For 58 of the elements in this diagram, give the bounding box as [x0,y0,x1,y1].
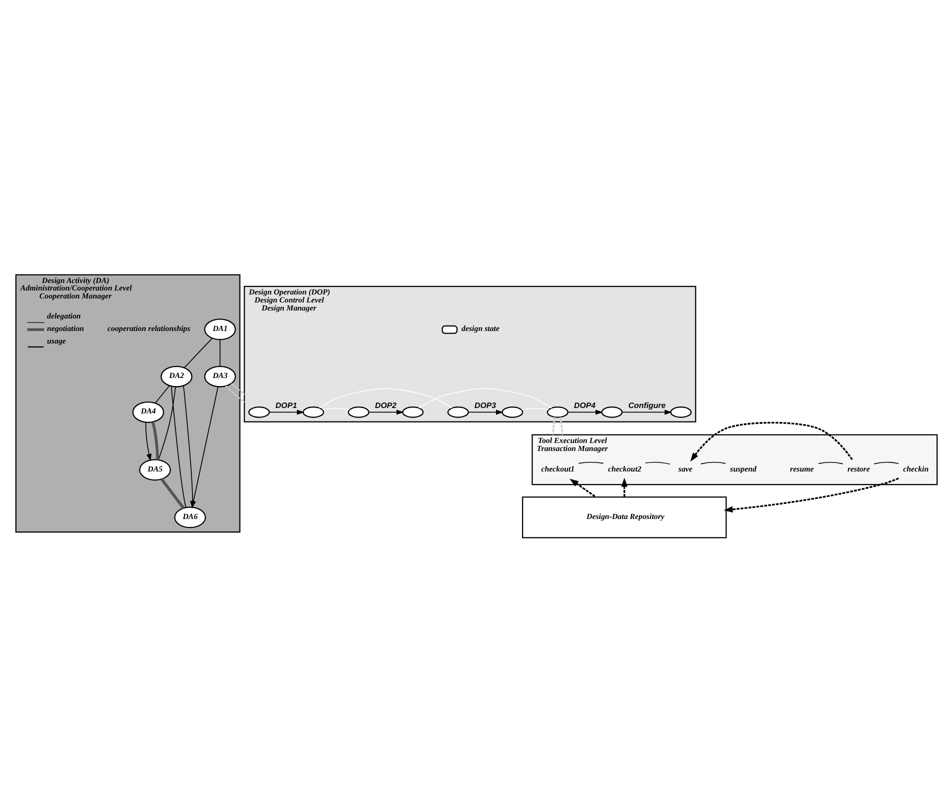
node-ellipse: DA2 [160,365,192,387]
connector [552,416,556,434]
node-ellipse [446,406,468,418]
node-ellipse [347,406,369,418]
node-text: resume [790,464,814,473]
node-ellipse [248,406,270,418]
arrow [569,478,596,498]
connector [158,386,176,460]
arrow [467,409,503,414]
connector [154,384,170,403]
arrow [368,409,404,414]
connector [183,337,212,368]
connector [224,384,244,402]
node-ellipse [402,406,424,418]
node-text: save [678,464,692,473]
arrow [566,409,602,414]
connector [321,407,350,410]
node-text: restore [846,464,870,473]
node-ellipse: DA5 [138,458,170,480]
node-text: suspend [730,464,756,473]
connector [700,461,726,464]
connector [418,388,552,408]
legend-label: design state [461,324,500,333]
connector [230,382,244,395]
node-ellipse [670,406,692,418]
node-ellipse [302,406,324,418]
arrow [621,409,672,414]
connector [219,338,220,366]
arrow [690,421,852,462]
node-text: checkout1 [540,464,574,473]
connector [644,461,670,464]
label: cooperation relationships [107,323,190,332]
node-ellipse: DA4 [132,400,164,422]
connector [160,478,184,508]
node-text: checkin [902,464,928,473]
connector [170,385,186,508]
node-ellipse [546,406,568,418]
node-ellipse: DA6 [174,506,206,528]
node-ellipse [501,406,523,418]
connector [520,407,549,410]
node-box: Design-Data Repository [522,496,726,538]
legend-label: delegation [46,311,80,320]
node-ellipse: DA1 [204,318,236,340]
connector [558,416,563,434]
arrow [144,421,151,461]
arrow [723,477,898,512]
connector [318,388,452,408]
connector [578,461,604,464]
node-ellipse: DA3 [204,365,236,387]
connector [151,421,158,460]
node-ellipse [600,406,622,418]
node-text: checkout2 [607,464,641,473]
legend-label: negotiation [46,324,84,333]
arrow [620,477,628,496]
arrow [268,409,304,414]
legend-label: usage [46,336,66,346]
connector [873,461,898,464]
connector [818,461,843,464]
